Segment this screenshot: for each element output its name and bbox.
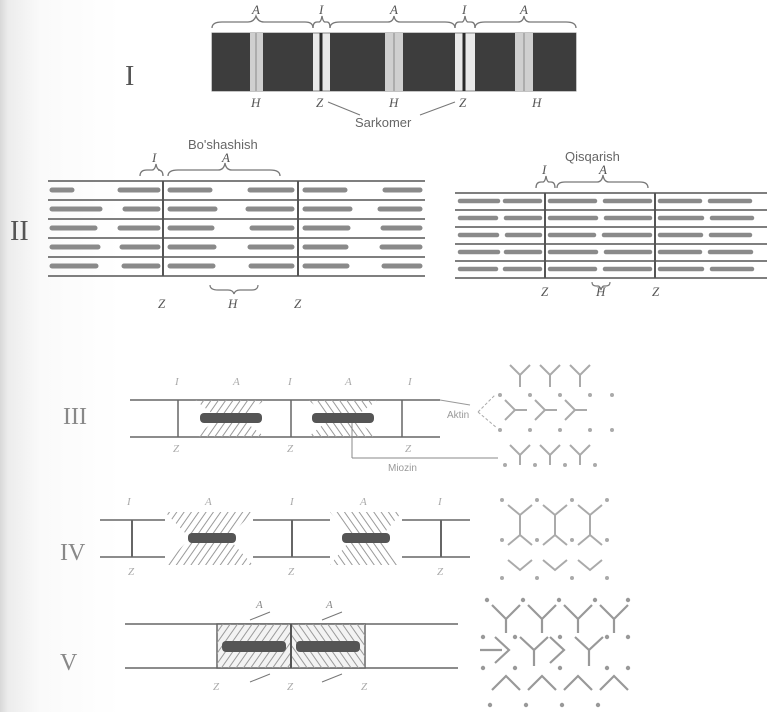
label-z: Z (213, 681, 220, 693)
label-h: H (595, 284, 606, 299)
label-z: Z (173, 443, 180, 455)
label-z: Z (287, 681, 294, 693)
label-i: I (151, 150, 157, 165)
panel-iii: III I A I A I Z Z Z Aktin Miozin (63, 364, 614, 474)
label-z: Z (541, 284, 549, 299)
label-h: H (227, 296, 238, 311)
label-a: A (325, 599, 333, 611)
label-a: A (232, 376, 240, 388)
label-a: A (359, 496, 367, 508)
label-i: I (461, 2, 467, 17)
panel-v-numeral: V (60, 650, 78, 676)
label-a: A (344, 376, 352, 388)
panel-i: I A I A I A H Z H Z H Sark (125, 2, 577, 130)
aktin-label: Aktin (447, 410, 469, 421)
label-z: Z (158, 296, 166, 311)
label-z: Z (288, 566, 295, 578)
label-a: A (389, 2, 398, 17)
sarcomere-label: Sarkomer (355, 115, 412, 130)
relaxed-title: Bo'shashish (188, 137, 258, 152)
label-h: H (250, 95, 261, 110)
label-z: Z (294, 296, 302, 311)
panel-iv-numeral: IV (60, 540, 86, 566)
label-a: A (204, 496, 212, 508)
panel-ii-numeral: II (10, 216, 29, 247)
panel-i-numeral: I (125, 61, 134, 92)
label-a: A (255, 599, 263, 611)
panel-ii-relaxed: II Bo'shashish I A Z H Z (10, 137, 425, 311)
label-z: Z (437, 566, 444, 578)
panel-ii-contracted: Qisqarish I A Z H Z (455, 149, 767, 299)
label-z: Z (405, 443, 412, 455)
label-a: A (598, 162, 607, 177)
label-a: A (221, 150, 230, 165)
label-i: I (174, 376, 180, 388)
label-z: Z (287, 443, 294, 455)
label-z: Z (459, 95, 467, 110)
contracted-title: Qisqarish (565, 149, 620, 164)
panel-iii-numeral: III (63, 404, 87, 430)
label-z: Z (361, 681, 368, 693)
miozin-label: Miozin (388, 463, 417, 474)
panel-iv: IV I A I A I Z Z Z (60, 496, 609, 580)
label-z: Z (652, 284, 660, 299)
label-i: I (407, 376, 413, 388)
label-h: H (531, 95, 542, 110)
label-h: H (388, 95, 399, 110)
lattice-v (480, 597, 631, 708)
label-i: I (318, 2, 324, 17)
label-i: I (437, 496, 443, 508)
label-i: I (289, 496, 295, 508)
label-z: Z (128, 566, 135, 578)
lattice-iv (500, 498, 609, 580)
label-i: I (126, 496, 132, 508)
label-z: Z (316, 95, 324, 110)
label-a: A (251, 2, 260, 17)
label-i: I (541, 162, 547, 177)
label-i: I (287, 376, 293, 388)
lattice-iii (498, 364, 614, 467)
panel-v: V A A Z Z Z (60, 597, 631, 708)
label-a: A (519, 2, 528, 17)
